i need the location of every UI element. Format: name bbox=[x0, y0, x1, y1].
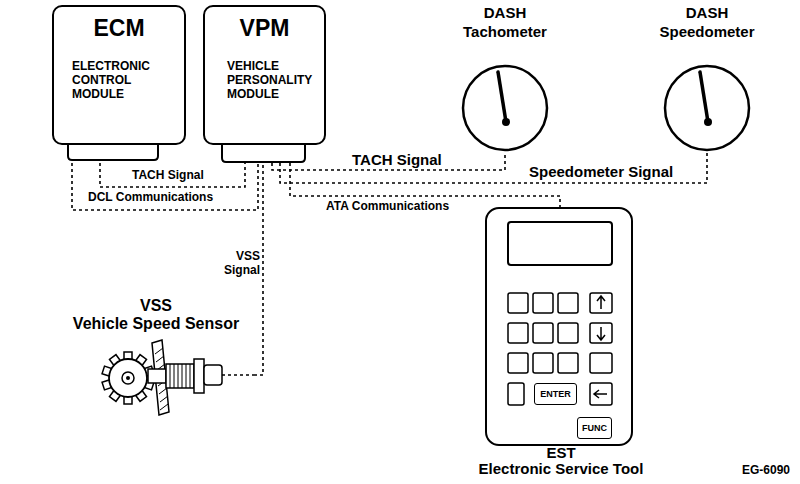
module-name: ELECTRONIC CONTROL MODULE bbox=[54, 60, 184, 101]
left-arrow-symbol bbox=[594, 390, 607, 398]
tool-key bbox=[558, 353, 578, 373]
tool-key bbox=[508, 293, 528, 313]
signal-label: DCL Communications bbox=[86, 191, 215, 205]
signal-label: TACH Signal bbox=[130, 169, 206, 183]
tool-key bbox=[590, 383, 612, 405]
part-label: DASH Tachometer bbox=[455, 4, 555, 42]
dash-gauge: DASH Tachometer bbox=[455, 4, 555, 152]
module-title: ECM bbox=[54, 17, 184, 40]
tool-key bbox=[508, 323, 528, 343]
part-label: Vehicle Speed Sensor bbox=[58, 315, 254, 333]
tool-key bbox=[533, 353, 553, 373]
gauge-needle bbox=[498, 72, 506, 122]
tool-key: ENTER bbox=[534, 383, 577, 405]
up-arrow-symbol bbox=[597, 296, 605, 309]
signal-line bbox=[280, 145, 707, 183]
sensor-body bbox=[166, 364, 194, 388]
module-title: VPM bbox=[205, 17, 324, 40]
sensor-connector bbox=[204, 365, 222, 385]
down-arrow-symbol bbox=[597, 327, 605, 340]
signal-label: ATA Communications bbox=[324, 200, 451, 214]
needle-pivot bbox=[704, 118, 712, 126]
service-tool: ENTERFUNCESTElectronic Service Tool bbox=[485, 207, 633, 446]
tool-key: FUNC bbox=[577, 417, 612, 439]
tool-screen bbox=[508, 222, 612, 265]
module-name: VEHICLE PERSONALITY MODULE bbox=[205, 60, 324, 101]
tool-caption: ESTElectronic Service Tool bbox=[456, 445, 666, 477]
gauge-face bbox=[665, 66, 749, 150]
part-label: EST bbox=[456, 445, 666, 461]
tool-key bbox=[590, 293, 612, 313]
part-label: VSS bbox=[58, 297, 254, 315]
part-label: DASH Speedometer bbox=[655, 4, 759, 42]
needle-pivot bbox=[502, 118, 510, 126]
gear-body bbox=[109, 359, 147, 397]
signal-line bbox=[290, 145, 560, 207]
signal-label: VSS Signal bbox=[212, 250, 262, 278]
speed-sensor: VSSVehicle Speed Sensor bbox=[58, 297, 254, 413]
part-label: Electronic Service Tool bbox=[456, 461, 666, 477]
signal-line bbox=[272, 145, 505, 170]
key-legend: ENTER bbox=[540, 390, 571, 399]
control-module-box: ECM ELECTRONIC CONTROL MODULE bbox=[52, 5, 186, 145]
control-module-box: VPM VEHICLE PERSONALITY MODULE bbox=[203, 5, 326, 145]
gear-hub bbox=[122, 372, 134, 384]
tool-key bbox=[590, 353, 612, 373]
module-connector bbox=[222, 144, 305, 162]
tool-key bbox=[590, 323, 612, 343]
tool-key bbox=[533, 293, 553, 313]
signal-label: Speedometer Signal bbox=[527, 163, 675, 180]
sensor-thread bbox=[170, 364, 190, 388]
tool-key bbox=[508, 383, 524, 405]
tool-key bbox=[533, 323, 553, 343]
sensor-tip bbox=[148, 369, 166, 383]
gauge-needle bbox=[700, 72, 708, 122]
tone-wheel bbox=[102, 352, 154, 404]
tool-key bbox=[558, 323, 578, 343]
key-legend: FUNC bbox=[582, 424, 607, 433]
module-connector bbox=[68, 144, 158, 160]
tool-key bbox=[558, 293, 578, 313]
figure-number: EG-6090 bbox=[742, 464, 790, 478]
gauge-dial bbox=[461, 64, 549, 152]
signal-label: TACH Signal bbox=[350, 151, 444, 168]
tool-key bbox=[508, 353, 528, 373]
gauge-dial bbox=[663, 64, 751, 152]
sensor-wire bbox=[222, 374, 254, 376]
sensor-nut bbox=[194, 359, 204, 393]
gear-center bbox=[126, 376, 130, 380]
dash-gauge: DASH Speedometer bbox=[655, 4, 759, 152]
gauge-face bbox=[463, 66, 547, 150]
